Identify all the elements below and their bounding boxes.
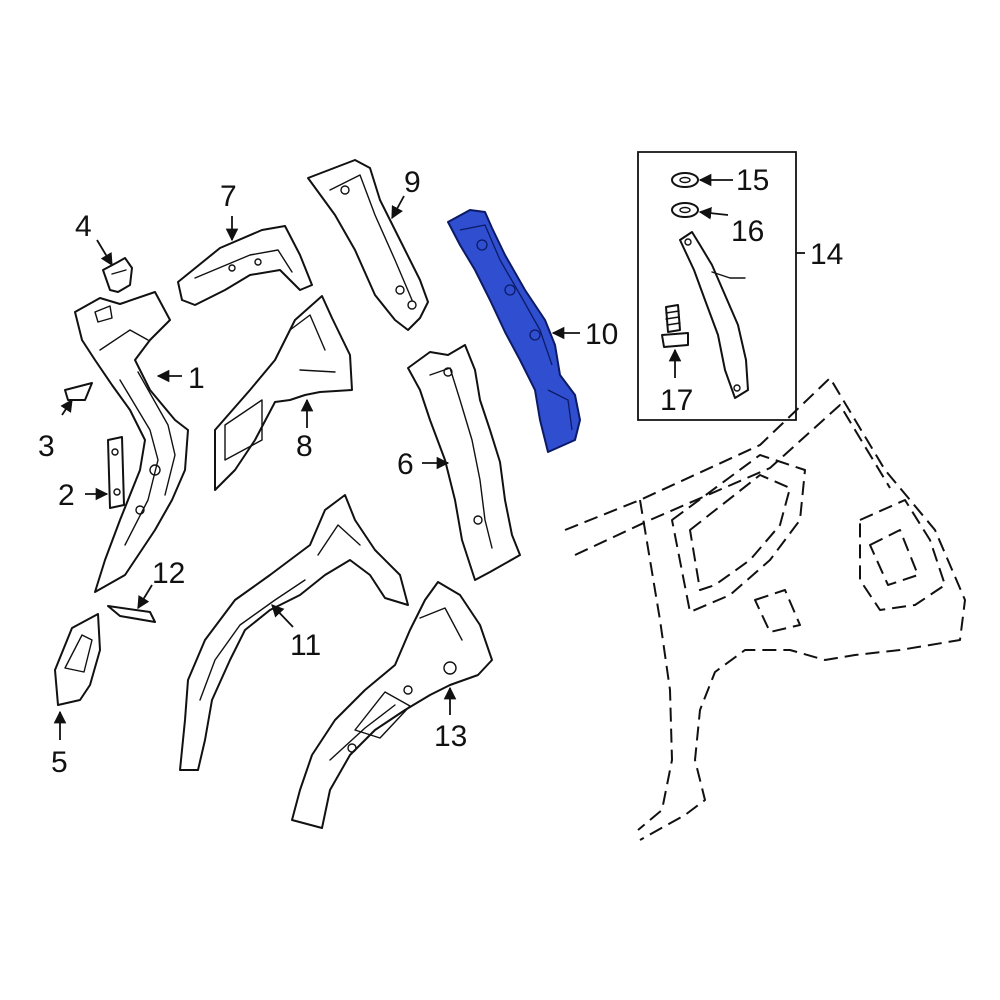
part-17-bolt <box>661 304 689 348</box>
callout-6: 6 <box>397 448 414 481</box>
callout-5: 5 <box>51 746 68 779</box>
leader-lines <box>53 173 733 740</box>
callout-1: 1 <box>188 362 205 395</box>
part-3-clip <box>64 382 93 401</box>
callout-8: 8 <box>296 430 313 463</box>
callout-3: 3 <box>38 430 55 463</box>
part-5-lower-bracket <box>54 613 101 706</box>
callout-15: 15 <box>736 164 769 197</box>
callout-9: 9 <box>404 166 421 199</box>
callout-17: 17 <box>660 384 693 417</box>
part-13-wheelhouse-inner <box>291 581 493 829</box>
callout-11: 11 <box>290 629 321 662</box>
callout-16: 16 <box>731 215 764 248</box>
part-1-inner-pillar <box>74 291 189 593</box>
part-4-bracket <box>102 257 133 293</box>
callout-labels: 1 2 3 4 5 6 7 8 9 10 11 12 13 14 15 16 1… <box>38 164 843 779</box>
part-8-inner-quarter <box>214 295 353 491</box>
part-12-strip <box>107 605 156 623</box>
part-9-pillar-reinforcement <box>307 159 429 331</box>
callout-2: 2 <box>58 479 75 512</box>
callout-14: 14 <box>810 238 843 271</box>
part-2-plate <box>107 436 125 509</box>
callout-13: 13 <box>434 720 467 753</box>
part-16-washer <box>671 202 699 218</box>
part-11-wheelhouse-outer <box>179 494 409 771</box>
callout-7: 7 <box>220 180 237 213</box>
part-7-upper-rail <box>177 225 313 306</box>
callout-4: 4 <box>75 210 92 243</box>
part-14-bracket <box>679 231 749 399</box>
callout-10: 10 <box>585 318 618 351</box>
part-15-washer <box>671 172 699 188</box>
callout-12: 12 <box>152 557 185 590</box>
quarter-panel-outline <box>564 377 966 841</box>
kit-14-box <box>637 151 805 421</box>
part-10-reinforcement-highlighted <box>447 209 581 453</box>
